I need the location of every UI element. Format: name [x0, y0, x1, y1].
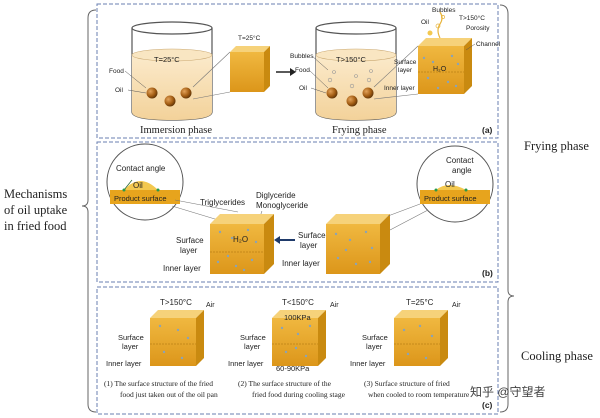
- c2-temp: T<150°C: [282, 298, 314, 307]
- beaker-immersion: T=25°C: [131, 21, 213, 121]
- c3-inner: Inner layer: [350, 359, 386, 368]
- channel-label: Channel: [476, 41, 501, 48]
- food-ball: [362, 87, 374, 99]
- mechanisms-label-1: Mechanisms: [4, 187, 67, 201]
- b-left-surface-2: layer: [180, 246, 198, 255]
- caption-2-line-1: (2) The surface structure of the: [238, 379, 332, 388]
- panel-a-border: [96, 3, 499, 139]
- caption-3-line-2: when cooled to room temperature: [368, 390, 470, 399]
- beaker1-temp: T=25°C: [154, 55, 180, 64]
- caption-1-line-1: (1) The surface structure of the fried: [104, 379, 213, 388]
- food-ball: [146, 87, 158, 99]
- cube-immersion: [230, 46, 270, 92]
- panel-b-border: [96, 141, 499, 283]
- oil-label: Oil: [115, 87, 124, 94]
- c3-air: Air: [452, 302, 461, 309]
- panel-c-tag: (c): [482, 400, 493, 410]
- c2-inner: Inner layer: [228, 359, 264, 368]
- right-bracket: [499, 4, 515, 413]
- cube-b-left: [210, 214, 274, 274]
- b-right-surface-1: Surface: [298, 231, 326, 240]
- food-label-2: Food: [295, 67, 310, 74]
- triglycerides-label: Triglycerides: [200, 198, 245, 207]
- c1-surface-2: layer: [122, 342, 139, 351]
- frying-phase-label: Frying phase: [524, 139, 589, 153]
- caption-3-line-1: (3) Surface structure of fried: [364, 379, 450, 388]
- diglyceride-label: Diglyceride: [256, 191, 296, 200]
- oil-drop-label-left: Oil: [133, 181, 143, 190]
- food-ball: [164, 95, 176, 107]
- cube2-inner-label: Inner layer: [384, 85, 416, 92]
- panel-c: T>150°C Air Surface layer Inner layer T<…: [96, 286, 499, 415]
- left-brace: [81, 9, 97, 413]
- b-right-inner: Inner layer: [282, 259, 320, 268]
- cube1-temp: T=25°C: [238, 34, 261, 42]
- cube-frying: [418, 11, 472, 94]
- contact-angle-right-1: Contact: [446, 156, 474, 165]
- c1-surface-1: Surface: [118, 333, 144, 342]
- c2-pressure-bottom: 60-90KPa: [276, 364, 310, 373]
- immersion-phase-caption: Immersion phase: [140, 125, 212, 136]
- caption-2-line-2: fried food during cooling stage: [252, 390, 346, 399]
- cube-c1: [150, 310, 204, 366]
- bubbles-label: Bubbles: [290, 53, 314, 60]
- c2-surface-2: layer: [244, 342, 261, 351]
- monoglyceride-label: Monoglyceride: [256, 201, 309, 210]
- oil-drop-label-right: Oil: [445, 180, 455, 189]
- c2-surface-1: Surface: [240, 333, 266, 342]
- panel-a-tag: (a): [482, 125, 493, 135]
- panel-c-border: [96, 286, 499, 415]
- mechanisms-label-2: of oil uptake: [4, 203, 68, 217]
- contact-angle-left-label: Contact angle: [116, 164, 166, 173]
- c3-temp: T=25°C: [406, 298, 434, 307]
- porosity-label: Porosity: [466, 25, 490, 32]
- cube2-temp: T>150°C: [459, 14, 485, 22]
- watermark: 知乎 @守望者: [470, 385, 546, 399]
- cube2-h2o: H₂O: [433, 66, 447, 73]
- c1-air: Air: [206, 302, 215, 309]
- c1-temp: T>150°C: [160, 298, 192, 307]
- cube2-surface-label-1: Surface: [394, 59, 417, 66]
- cube2-surface-label-2: layer: [398, 67, 413, 74]
- cube-b-right: [326, 214, 390, 274]
- cube-c2: [272, 310, 326, 366]
- cube2-oil-label: Oil: [421, 19, 430, 26]
- mechanisms-label-3: in fried food: [4, 219, 67, 233]
- c3-surface-2: layer: [366, 342, 383, 351]
- food-label: Food: [109, 68, 124, 75]
- panel-b-tag: (b): [482, 268, 493, 278]
- c2-pressure-top: 100KPa: [284, 313, 312, 322]
- beaker-frying: T>150°C: [315, 21, 397, 121]
- cube-b-h2o: H₂O: [233, 235, 248, 244]
- contact-angle-right-2: angle: [452, 166, 472, 175]
- food-ball: [326, 87, 338, 99]
- product-surface-left: Product surface: [114, 194, 167, 203]
- cube-c3: [394, 310, 448, 366]
- panel-a: T=25°C Food Oil T=25°C: [96, 3, 501, 139]
- b-left-inner: Inner layer: [163, 264, 201, 273]
- food-ball: [180, 87, 192, 99]
- frying-phase-caption: Frying phase: [332, 125, 387, 136]
- panel-b: Contact angle Oil Product surface Trigly…: [96, 141, 499, 283]
- cube2-bubbles-label: Bubbles: [432, 7, 456, 14]
- product-surface-right: Product surface: [424, 194, 477, 203]
- cooling-phase-label: Cooling phase: [521, 349, 593, 363]
- food-ball: [346, 95, 358, 107]
- contact-angle-circle-right: [416, 145, 494, 223]
- b-left-surface-1: Surface: [176, 236, 204, 245]
- oil-label-2: Oil: [299, 85, 308, 92]
- b-right-surface-2: layer: [300, 241, 318, 250]
- contact-angle-circle-left: [106, 143, 184, 221]
- c3-surface-1: Surface: [362, 333, 388, 342]
- c2-air: Air: [330, 302, 339, 309]
- beaker2-temp: T>150°C: [336, 55, 366, 64]
- caption-1-line-2: food just taken out of the oil pan: [120, 390, 218, 399]
- c1-inner: Inner layer: [106, 359, 142, 368]
